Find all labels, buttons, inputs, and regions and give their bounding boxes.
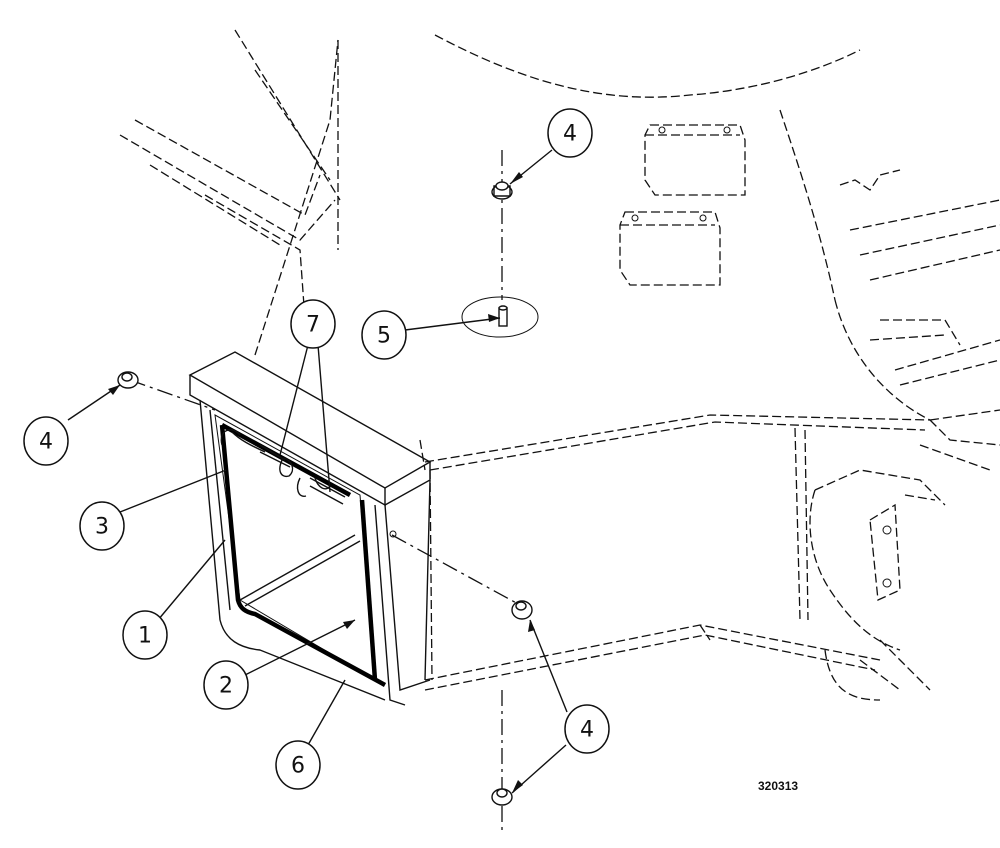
block-upper [644,124,746,196]
callout-7: 7 [290,299,336,349]
callout-6: 6 [275,740,321,790]
callout-1-label: 1 [138,624,152,649]
callout-4-top: 4 [547,108,593,158]
inner-bracket [239,534,361,607]
block-lower [619,211,721,286]
callout-4-bottom-label: 4 [580,718,594,743]
latch-right [296,477,346,505]
callout-4-left-label: 4 [39,430,53,455]
leader-lines [67,149,568,794]
callout-2-label: 2 [219,674,233,699]
mount-hole [389,530,397,538]
latch-left [220,429,294,478]
callout-4-bottom: 4 [564,704,610,754]
callout-4-top-label: 4 [563,122,577,147]
figure-number: 320313 [758,779,798,793]
flange-nut-left [117,371,139,389]
callout-2: 2 [203,660,249,710]
callout-5: 5 [361,310,407,360]
callout-1: 1 [122,610,168,660]
callout-3: 3 [79,501,125,551]
flange-nut-right [511,600,533,620]
assembly-centerlines [129,150,521,830]
callout-5-label: 5 [377,324,391,349]
machine-frame-phantom [119,29,1000,701]
callout-7-label: 7 [306,313,320,338]
stud [498,305,508,327]
callout-4-left: 4 [23,416,69,466]
stud-hole [461,296,539,338]
flange-nut-bottom [491,788,513,806]
battery-box-frame [188,351,432,706]
flange-nut-top [491,181,513,200]
callout-3-label: 3 [95,515,109,540]
callout-6-label: 6 [291,754,305,779]
